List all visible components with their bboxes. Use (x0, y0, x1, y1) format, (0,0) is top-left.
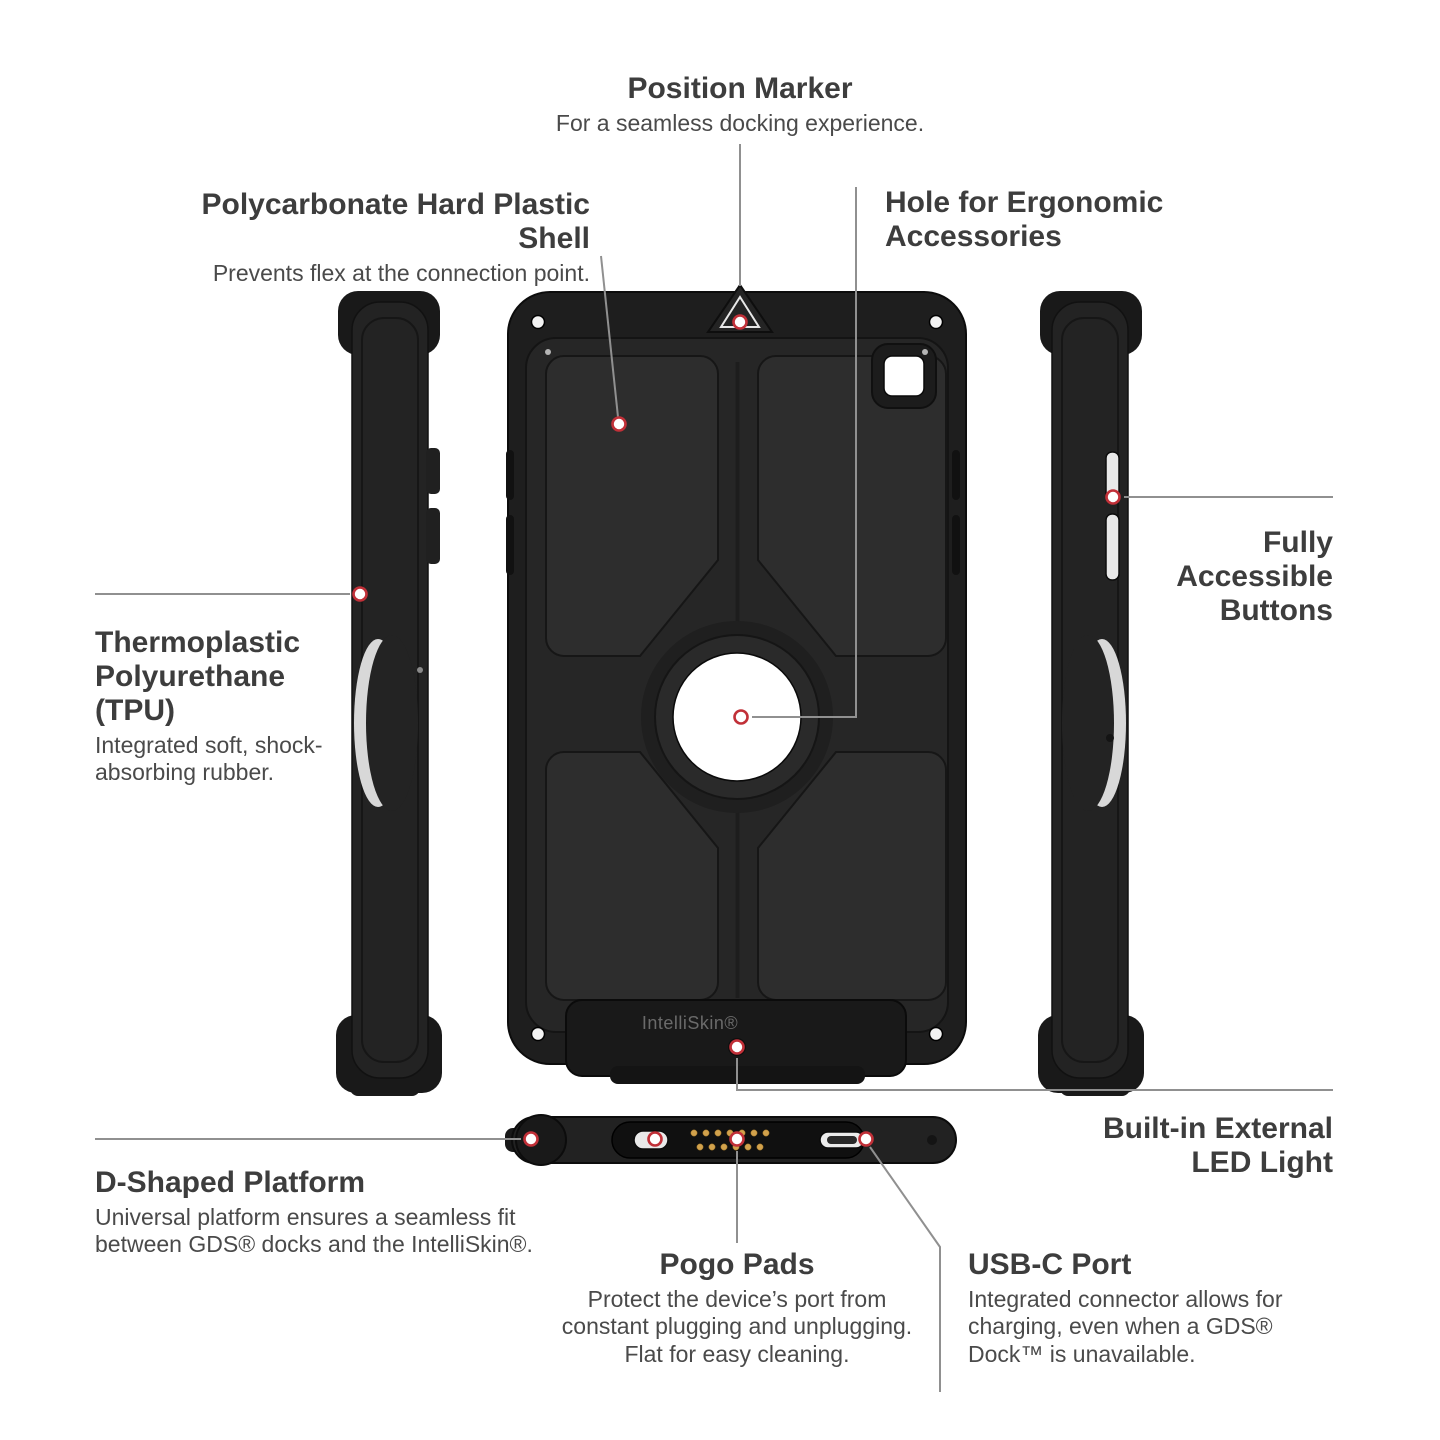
callout-title: USB-C Port (968, 1248, 1132, 1281)
tablet-case-back-view: IntelliSkin® (506, 283, 967, 1084)
side-buttons (1105, 451, 1120, 581)
callout-title: D-Shaped Platform (95, 1166, 366, 1199)
callout-title: Built-in External LED Light (1102, 1112, 1333, 1179)
callout-tpu: Thermoplastic Polyurethane (TPU) Integra… (95, 626, 347, 787)
dot-d-platform (523, 1131, 539, 1147)
dot-connector (647, 1131, 663, 1147)
d-shaped-platform-tab: IntelliSkin® (565, 999, 907, 1084)
panel-upper-left (545, 355, 719, 657)
callout-title: Fully Accessible Buttons (1176, 526, 1333, 627)
camera-cutout (871, 343, 937, 409)
case-brand-label: IntelliSkin® (642, 1013, 738, 1033)
leader-usbc (869, 1146, 941, 1392)
panel-lower-left (545, 751, 719, 1001)
callout-title: Hole for Ergonomic Accessories (885, 186, 1164, 253)
dot-usbc (858, 1131, 874, 1147)
callout-title: Thermoplastic Polyurethane (TPU) (95, 626, 301, 727)
callout-title: Polycarbonate Hard Plastic Shell (201, 188, 590, 255)
callout-position-marker: Position Marker For a seamless docking e… (530, 72, 950, 137)
callout-body: Universal platform ensures a seamless fi… (95, 1203, 533, 1258)
callout-body: Prevents flex at the connection point. (212, 259, 590, 286)
tablet-case-right-side-view (1038, 291, 1144, 1096)
callout-usbc: USB-C Port Integrated connector allows f… (968, 1248, 1320, 1369)
leader-ergo-hole (752, 187, 857, 718)
callout-body: Integrated soft, shock-absorbing rubber. (95, 731, 323, 786)
corner-screw-holes (530, 314, 944, 1042)
dot-tpu (352, 586, 368, 602)
callout-body: Protect the device’s port from constant … (561, 1285, 913, 1368)
callout-hard-shell: Polycarbonate Hard Plastic Shell Prevent… (138, 188, 590, 287)
dot-buttons (1105, 489, 1121, 505)
callout-title: Pogo Pads (659, 1248, 815, 1281)
dot-led (729, 1039, 745, 1055)
callout-led: Built-in External LED Light (1063, 1112, 1333, 1180)
usbc-port (819, 1131, 865, 1149)
leader-hard-shell (600, 255, 619, 418)
dot-hard-shell (611, 416, 627, 432)
callout-body: Integrated connector allows for charging… (968, 1285, 1283, 1368)
tablet-case-left-side-view (336, 291, 442, 1096)
dot-ergo-hole (733, 709, 749, 725)
callout-title: Position Marker (627, 72, 853, 105)
callout-anchor-dots (352, 314, 1121, 1147)
callout-d-platform: D-Shaped Platform Universal platform ens… (95, 1166, 540, 1259)
callout-pogo: Pogo Pads Protect the device’s port from… (547, 1248, 927, 1369)
panel-lower-right (757, 751, 947, 1001)
callout-ergo-hole: Hole for Ergonomic Accessories (885, 186, 1185, 254)
leader-lines (95, 144, 1333, 1392)
leader-led (736, 1058, 1333, 1091)
callout-body: For a seamless docking experience. (555, 109, 925, 136)
dot-position-marker (732, 314, 748, 330)
callout-buttons: Fully Accessible Buttons (1163, 526, 1333, 628)
dot-pogo (729, 1131, 745, 1147)
panel-upper-right (757, 355, 947, 657)
